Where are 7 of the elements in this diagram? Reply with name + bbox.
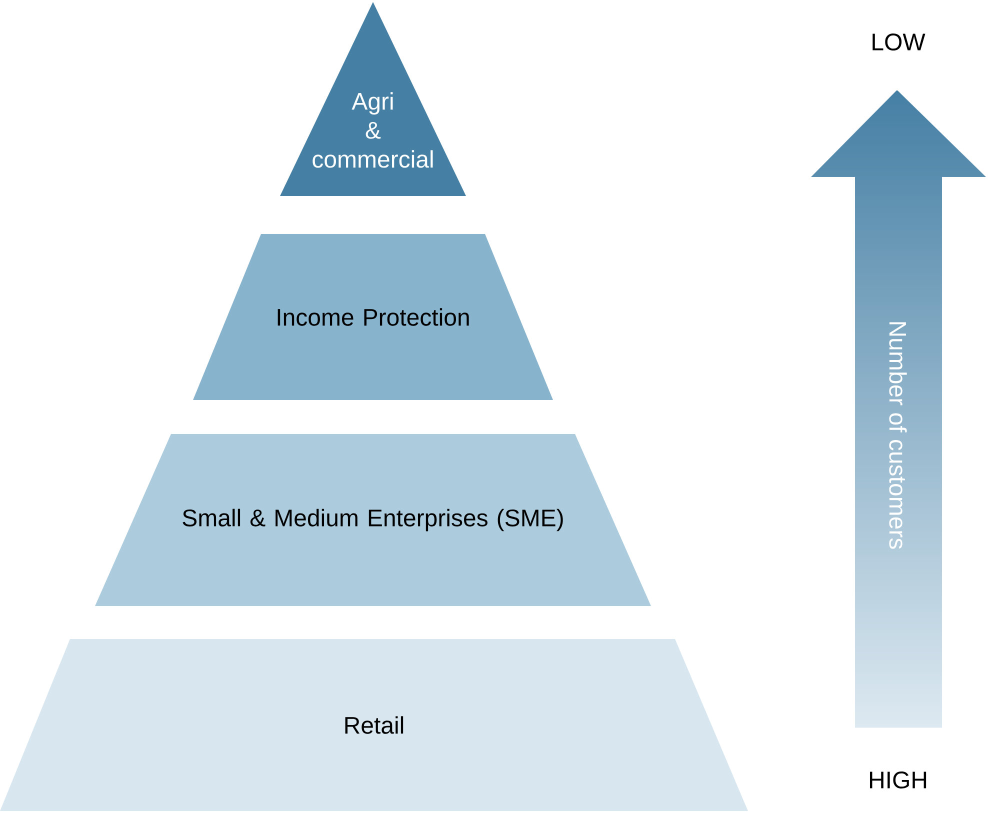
up-arrow: Number of customers [889, 322, 907, 549]
pyramid-tier: Retail [0, 639, 748, 811]
axis-label: HIGH [870, 772, 926, 788]
pyramid-tier: Agri & commercial [280, 2, 466, 196]
axis-label: LOW [872, 34, 926, 50]
pyramid-tier: Small & Medium Enterprises (SME) [95, 434, 652, 606]
pyramid-tier: Income Protection [193, 234, 553, 400]
